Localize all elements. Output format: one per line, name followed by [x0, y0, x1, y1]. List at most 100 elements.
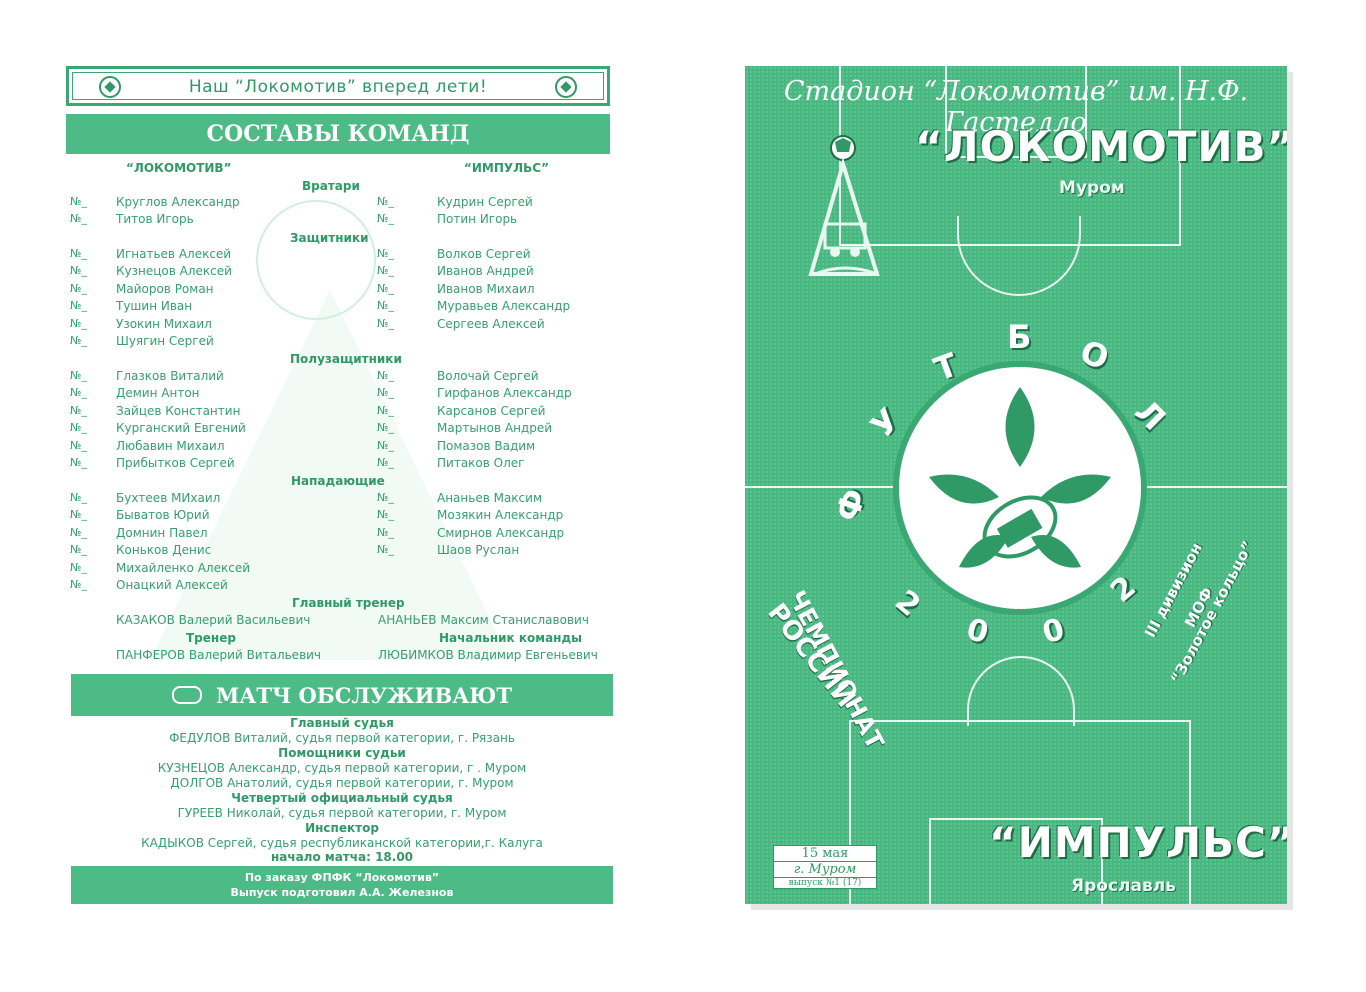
- home-player-forwards: Михайленко Алексей: [116, 560, 250, 575]
- away-player-midfielders: Гирфанов Александр: [437, 386, 572, 401]
- away-player-defenders: Сергеев Алексей: [437, 316, 545, 331]
- officials-title: МАТЧ ОБСЛУЖИВАЮТ: [71, 674, 613, 716]
- whistle-icon: [172, 686, 203, 704]
- shirt-number-blank: №_: [377, 543, 394, 557]
- shirt-number-blank: №_: [377, 369, 394, 382]
- pitch-goal-area-bottom: [929, 818, 1103, 904]
- away-player-midfielders: Карсанов Сергей: [437, 403, 546, 418]
- coach-label: Тренер: [186, 631, 236, 645]
- shirt-number-blank: №_: [377, 247, 394, 260]
- shirt-number-blank: №_: [70, 560, 87, 574]
- shirt-number-blank: №_: [377, 421, 394, 435]
- home-player-defenders: Игнатьев Алексей: [116, 247, 232, 261]
- away-player-defenders: Иванов Михаил: [437, 281, 535, 296]
- home-player-midfielders: Любавин Михаил: [116, 438, 225, 453]
- shirt-number-blank: №_: [70, 247, 87, 260]
- shirt-number-blank: №_: [70, 438, 87, 452]
- year-digit: 0: [1038, 611, 1069, 652]
- shirt-number-blank: №_: [70, 578, 87, 591]
- shirt-number-blank: №_: [70, 195, 87, 208]
- stadium-name: Стадион “Локомотив” им. Н.Ф. Гастелло: [783, 76, 1249, 138]
- football-icon: [555, 76, 577, 98]
- ball-pattern-icon: [929, 387, 1111, 568]
- shirt-number-blank: №_: [70, 508, 87, 522]
- shirt-number-blank: №_: [377, 438, 394, 452]
- cover-shadow: [1287, 72, 1293, 910]
- home-player-defenders: Тушин Иван: [116, 299, 193, 314]
- official-role: Помощники судьи: [278, 746, 406, 760]
- home-player-forwards: Домнин Павел: [116, 525, 208, 540]
- away-player-goalkeepers: Потин Игорь: [437, 212, 518, 227]
- official-person: ГУРЕЕВ Николай, судья первой категории, …: [177, 806, 507, 820]
- shirt-number-blank: №_: [377, 508, 394, 522]
- shirt-number-blank: №_: [377, 299, 394, 313]
- home-head-coach: КАЗАКОВ Валерий Васильевич: [116, 613, 311, 627]
- football-icon: [99, 76, 121, 98]
- shirt-number-blank: №_: [377, 386, 394, 400]
- away-player-defenders: Волков Сергей: [437, 247, 531, 261]
- home-team-name: “ЛОКОМОТИВ”: [915, 122, 1287, 171]
- home-player-midfielders: Курганский Евгений: [116, 421, 246, 436]
- home-team-heading: “ЛОКОМОТИВ”: [126, 161, 232, 175]
- away-team-name: “ИМПУЛЬС”: [989, 818, 1287, 867]
- footer-credits: По заказу ФПФК “Локомотив” Выпуск подгот…: [71, 866, 613, 904]
- home-player-midfielders: Зайцев Константин: [116, 403, 241, 418]
- away-player-forwards: Шаов Руслан: [437, 543, 520, 558]
- slogan-banner: Наш “Локомотив” вперед лети!: [66, 66, 610, 106]
- home-player-forwards: Онацкий Алексей: [116, 578, 228, 592]
- program-inside-page: Наш “Локомотив” вперед лети! СОСТАВЫ КОМ…: [0, 0, 683, 992]
- away-player-goalkeepers: Кудрин Сергей: [437, 195, 533, 209]
- home-coach: ПАНФЕРОВ Валерий Витальевич: [116, 648, 322, 662]
- watermark-emblem: [150, 290, 510, 660]
- home-player-defenders: Кузнецов Алексей: [116, 264, 232, 279]
- home-player-defenders: Шуягин Сергей: [116, 334, 214, 348]
- shirt-number-blank: №_: [70, 316, 87, 330]
- year-digit: 0: [962, 611, 993, 652]
- shirt-number-blank: №_: [70, 212, 87, 226]
- home-player-goalkeepers: Круглов Александр: [116, 195, 240, 209]
- away-player-defenders: Муравьев Александр: [437, 299, 571, 314]
- official-role: Главный судья: [290, 716, 394, 730]
- big-football-icon: [893, 361, 1147, 615]
- shirt-number-blank: №_: [377, 195, 394, 208]
- away-team-city: Ярославль: [1071, 876, 1176, 896]
- home-player-forwards: Коньков Денис: [116, 543, 212, 558]
- away-player-forwards: Смирнов Александр: [437, 525, 565, 540]
- team-manager-label: Начальник команды: [439, 631, 583, 645]
- cover-shadow: [751, 904, 1293, 910]
- shirt-number-blank: №_: [377, 403, 394, 417]
- shirt-number-blank: №_: [70, 456, 87, 469]
- away-team-heading: “ИМПУЛЬС”: [464, 161, 549, 175]
- officials-title-text: МАТЧ ОБСЛУЖИВАЮТ: [216, 683, 512, 708]
- lokomotiv-emblem-icon: [808, 135, 880, 276]
- home-player-midfielders: Прибытков Сергей: [116, 456, 235, 470]
- football-letter: Б: [1007, 318, 1032, 356]
- shirt-number-blank: №_: [70, 334, 87, 347]
- home-player-midfielders: Демин Антон: [116, 386, 200, 401]
- shirt-number-blank: №_: [70, 543, 87, 557]
- home-player-forwards: Бухтеев МИхаил: [116, 491, 221, 505]
- away-player-midfielders: Питаков Олег: [437, 456, 525, 470]
- home-player-forwards: Быватов Юрий: [116, 508, 210, 523]
- shirt-number-blank: №_: [70, 491, 87, 504]
- shirt-number-blank: №_: [377, 491, 394, 504]
- official-person: КАДЫКОВ Сергей, судья республиканской ка…: [141, 836, 543, 850]
- watermark-ball: [256, 200, 376, 320]
- shirt-number-blank: №_: [377, 456, 394, 469]
- away-player-forwards: Ананьев Максим: [437, 491, 542, 505]
- shirt-number-blank: №_: [70, 264, 87, 278]
- section-midfielders: Полузащитники: [290, 352, 402, 366]
- away-head-coach: АНАНЬЕВ Максим Станиславович: [378, 613, 589, 627]
- shirt-number-blank: №_: [70, 525, 87, 539]
- section-defenders: Защитники: [290, 231, 369, 245]
- shirt-number-blank: №_: [70, 281, 87, 295]
- home-team-city: Муром: [1059, 178, 1125, 198]
- shirt-number-blank: №_: [377, 316, 394, 330]
- official-role: Четвертый официальный судья: [231, 791, 453, 805]
- official-person: КУЗНЕЦОВ Александр, судья первой категор…: [157, 761, 527, 775]
- away-player-defenders: Иванов Андрей: [437, 264, 534, 279]
- official-role: Инспектор: [305, 821, 379, 835]
- pitch-penalty-area-bottom: [849, 720, 1191, 904]
- official-person: ФЕДУЛОВ Виталий, судья первой категории,…: [169, 731, 515, 745]
- pitch-arc-top: [957, 216, 1081, 296]
